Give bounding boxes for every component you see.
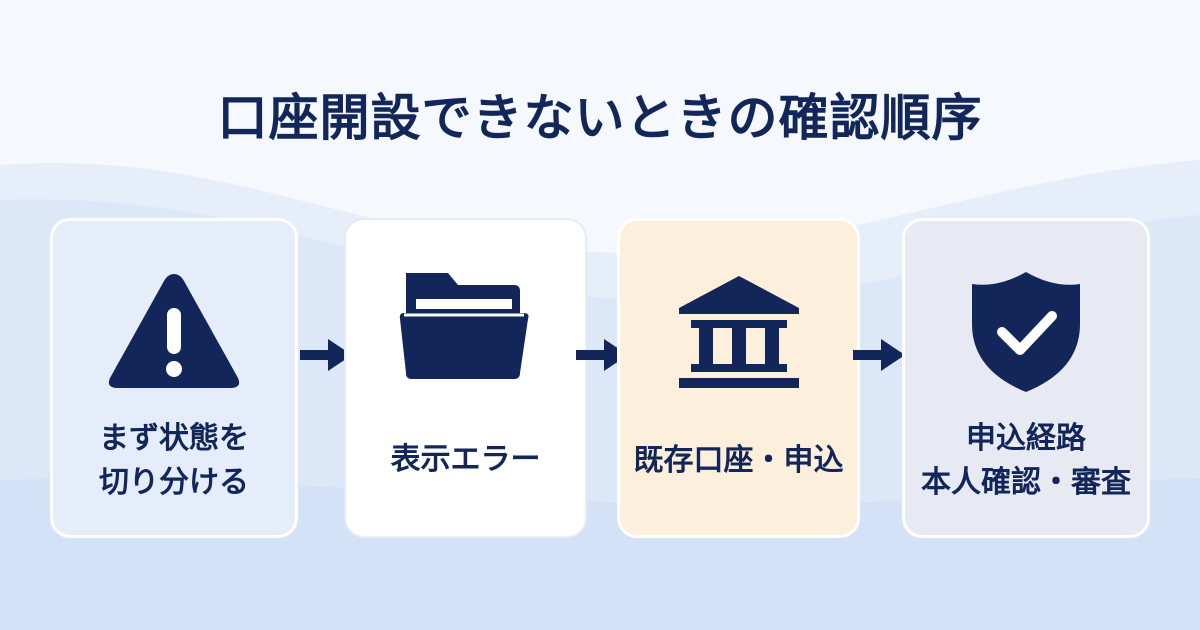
step-label-line: 切り分ける bbox=[99, 465, 249, 500]
step-card-1: まず状態を 切り分ける bbox=[50, 218, 298, 538]
step-label-4: 申込経路 本人確認・審査 bbox=[905, 401, 1147, 521]
step-label-2: 表示エラー bbox=[346, 400, 585, 520]
step-card-2: 表示エラー bbox=[344, 218, 587, 538]
step-label-line: 既存口座・申込 bbox=[633, 443, 844, 478]
arrow-right-icon bbox=[576, 339, 628, 371]
bank-icon bbox=[620, 266, 857, 388]
step-label-line: 本人確認・審査 bbox=[921, 465, 1131, 500]
step-card-4: 申込経路 本人確認・審査 bbox=[902, 218, 1150, 538]
step-card-3: 既存口座・申込 bbox=[617, 218, 860, 538]
shield-check-icon bbox=[905, 266, 1147, 392]
arrow-right-icon bbox=[300, 339, 352, 371]
step-label-line: 申込経路 bbox=[966, 421, 1086, 456]
step-label-1: まず状態を 切り分ける bbox=[53, 401, 295, 521]
step-label-3: 既存口座・申込 bbox=[620, 401, 857, 521]
folder-icon bbox=[346, 265, 585, 379]
step-label-line: まず状態を bbox=[99, 421, 249, 456]
page-title: 口座開設できないときの確認順序 bbox=[217, 89, 983, 147]
arrow-right-icon bbox=[853, 339, 905, 371]
warning-icon bbox=[53, 266, 295, 388]
step-label-line: 表示エラー bbox=[390, 442, 541, 477]
